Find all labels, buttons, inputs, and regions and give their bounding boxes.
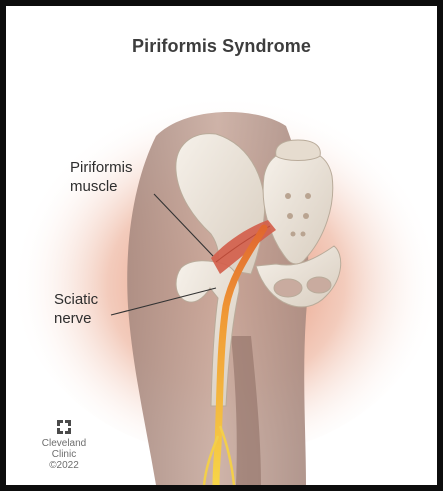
sciatic-label-line-1: Sciatic bbox=[54, 290, 98, 309]
obturator-foramen bbox=[274, 279, 302, 297]
obturator-foramen-right bbox=[307, 277, 331, 293]
diagram-title: Piriformis Syndrome bbox=[6, 36, 437, 57]
cleveland-clinic-icon bbox=[56, 419, 72, 435]
anatomy-illustration bbox=[6, 6, 437, 485]
credit-year: ©2022 bbox=[34, 460, 94, 471]
sacral-foramen bbox=[305, 193, 311, 199]
piriformis-label: Piriformis muscle bbox=[70, 158, 133, 196]
piriformis-label-line-2: muscle bbox=[70, 177, 133, 196]
sciatic-label: Sciatic nerve bbox=[54, 290, 98, 328]
piriformis-label-line-1: Piriformis bbox=[70, 158, 133, 177]
sacral-foramen bbox=[285, 193, 291, 199]
credit-org-line-2: Clinic bbox=[34, 449, 94, 460]
cleveland-clinic-logo: Cleveland Clinic ©2022 bbox=[34, 419, 94, 471]
sciatic-label-line-2: nerve bbox=[54, 309, 98, 328]
lumbar-vertebra bbox=[276, 140, 321, 161]
sacral-foramen bbox=[291, 232, 296, 237]
sacral-foramen bbox=[301, 232, 306, 237]
credit-org-line-1: Cleveland bbox=[34, 438, 94, 449]
sacral-foramen bbox=[303, 213, 309, 219]
sacral-foramen bbox=[287, 213, 293, 219]
